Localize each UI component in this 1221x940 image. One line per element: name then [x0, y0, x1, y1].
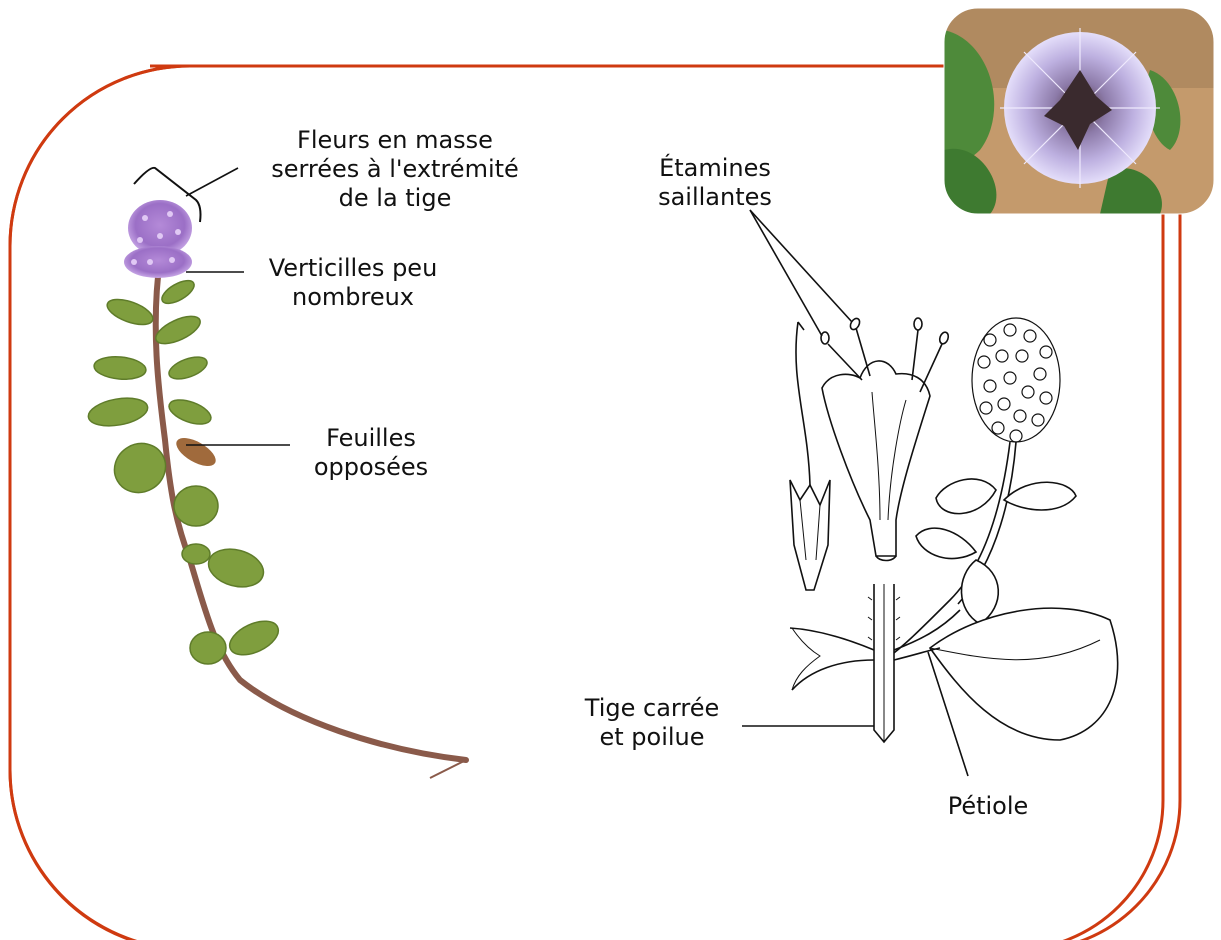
label-etamines-line1: Étamines [650, 154, 780, 183]
leader-etamines [750, 210, 822, 336]
label-feuilles-line1: Feuilles [296, 424, 446, 453]
label-verticilles-line1: Verticilles peu [248, 254, 458, 283]
flower-closeup-photo [944, 8, 1214, 214]
label-etamines-line2: saillantes [650, 183, 780, 212]
label-fleurs-line1: Fleurs en masse [236, 126, 554, 155]
label-tige: Tige carrée et poilue [566, 694, 738, 752]
label-petiole-line1: Pétiole [928, 792, 1048, 821]
label-tige-line2: et poilue [566, 723, 738, 752]
sketch-flower-head [972, 318, 1060, 442]
leader-fleurs [186, 168, 238, 196]
label-feuilles: Feuilles opposées [296, 424, 446, 482]
label-etamines: Étamines saillantes [650, 154, 780, 212]
label-tige-line1: Tige carrée [566, 694, 738, 723]
label-verticilles-line2: nombreux [248, 283, 458, 312]
label-fleurs-line3: de la tige [236, 184, 554, 213]
label-petiole: Pétiole [928, 792, 1048, 821]
label-fleurs-line2: serrées à l'extrémité [236, 155, 554, 184]
label-fleurs: Fleurs en masse serrées à l'extrémité de… [236, 126, 554, 213]
botanical-drawing [790, 317, 1118, 742]
label-verticilles: Verticilles peu nombreux [248, 254, 458, 312]
label-feuilles-line2: opposées [296, 453, 446, 482]
sketch-large-leaf [930, 608, 1118, 740]
